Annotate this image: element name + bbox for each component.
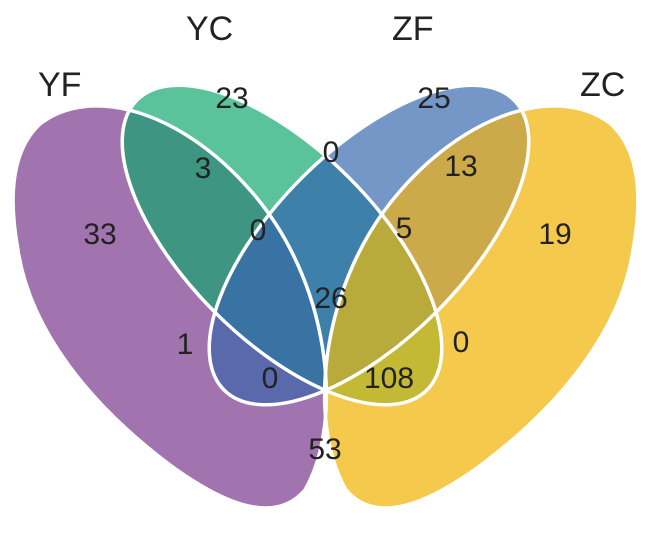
- region-count-yc-zf: 0: [323, 136, 340, 169]
- region-count-yc: 23: [215, 82, 248, 115]
- region-count-zf: 25: [417, 82, 450, 115]
- region-count-zf-zc: 13: [444, 150, 477, 183]
- region-count-yf: 33: [83, 218, 116, 251]
- region-count-yc-zc: 0: [453, 326, 470, 359]
- set-label-yc: YC: [186, 10, 233, 48]
- region-count-all: 26: [314, 282, 347, 315]
- set-labels: YF YC ZF ZC: [38, 10, 625, 104]
- region-count-yf-zf: 1: [177, 328, 194, 361]
- region-counts: 33 23 25 19 3 0 13 0 5 1 26 0 0 108 53: [83, 82, 571, 466]
- region-count-yc-zf-zc: 5: [396, 212, 413, 245]
- region-count-yf-zc: 53: [308, 433, 341, 466]
- set-label-yf: YF: [38, 66, 81, 104]
- set-label-zc: ZC: [580, 66, 625, 104]
- region-count-yf-yc-zf: 0: [250, 214, 267, 247]
- region-count-zc: 19: [538, 218, 571, 251]
- region-count-yf-zf-zc: 0: [262, 362, 279, 395]
- region-count-yf-yc-zc: 108: [364, 362, 414, 395]
- set-label-zf: ZF: [392, 10, 434, 48]
- region-count-yf-yc: 3: [195, 152, 212, 185]
